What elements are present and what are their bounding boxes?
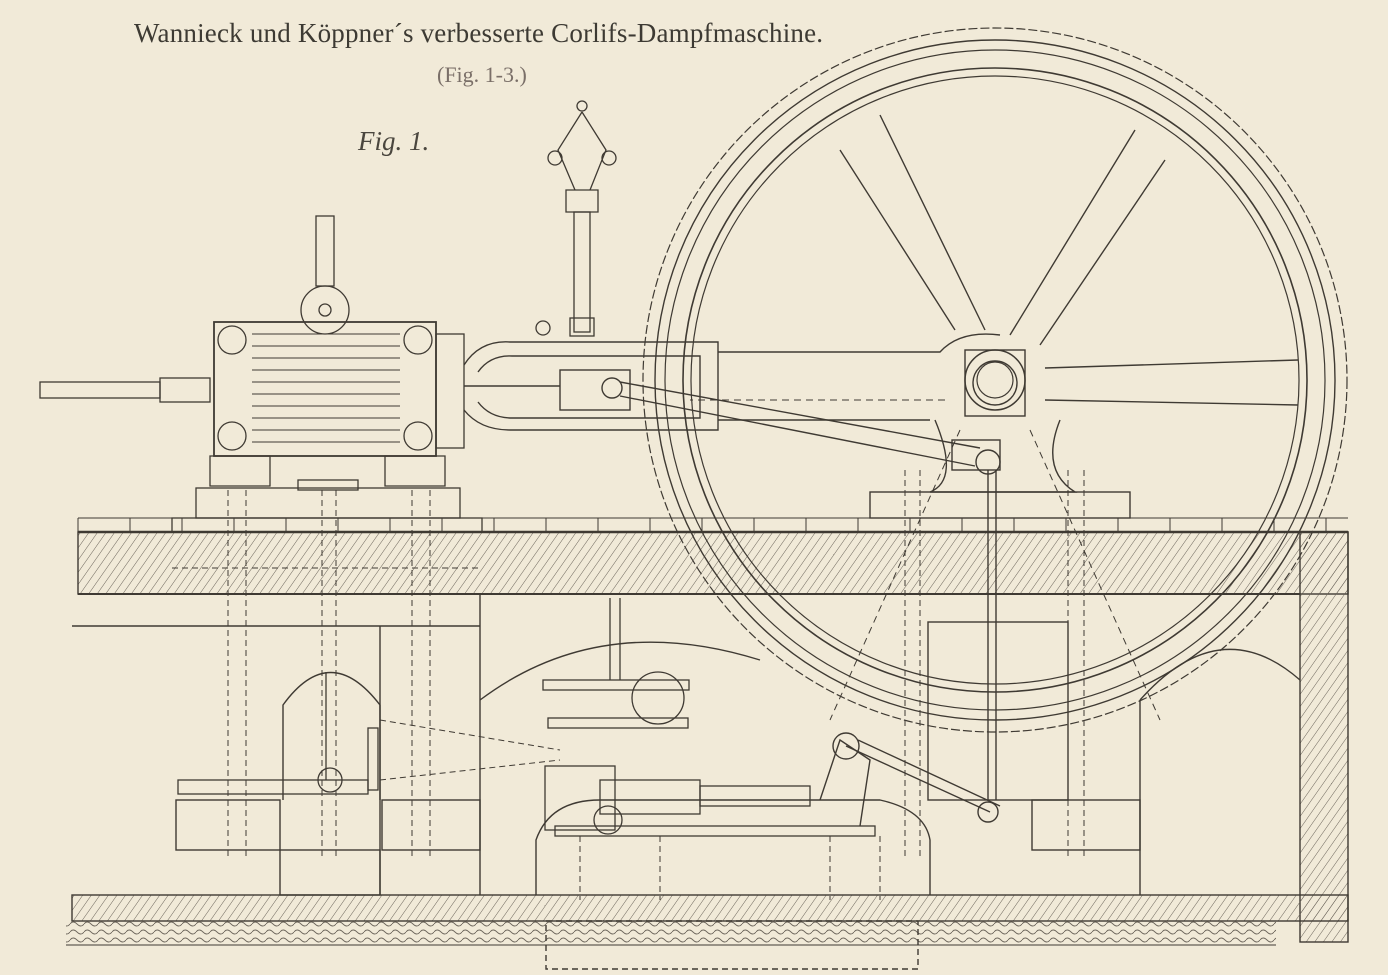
- plate-title: Wannieck und Köppner´s verbesserte Corli…: [134, 18, 824, 48]
- air-pump-lever: [819, 470, 1001, 827]
- plate-subtitle: (Fig. 1-3.): [437, 62, 527, 87]
- hidden-lines: [172, 470, 1085, 900]
- crank-bearing: [869, 349, 1131, 519]
- steam-cylinder: [39, 215, 483, 533]
- connecting-rod: [619, 333, 1001, 467]
- crosshead-guide: [463, 341, 719, 431]
- flywheel: [642, 27, 1348, 733]
- paving-stones: [77, 518, 1327, 532]
- valve-gear: [177, 672, 379, 795]
- condenser-pump: [542, 598, 876, 837]
- foundation: [66, 517, 1349, 970]
- figure-label: Fig. 1.: [358, 126, 430, 156]
- governor: [535, 100, 617, 337]
